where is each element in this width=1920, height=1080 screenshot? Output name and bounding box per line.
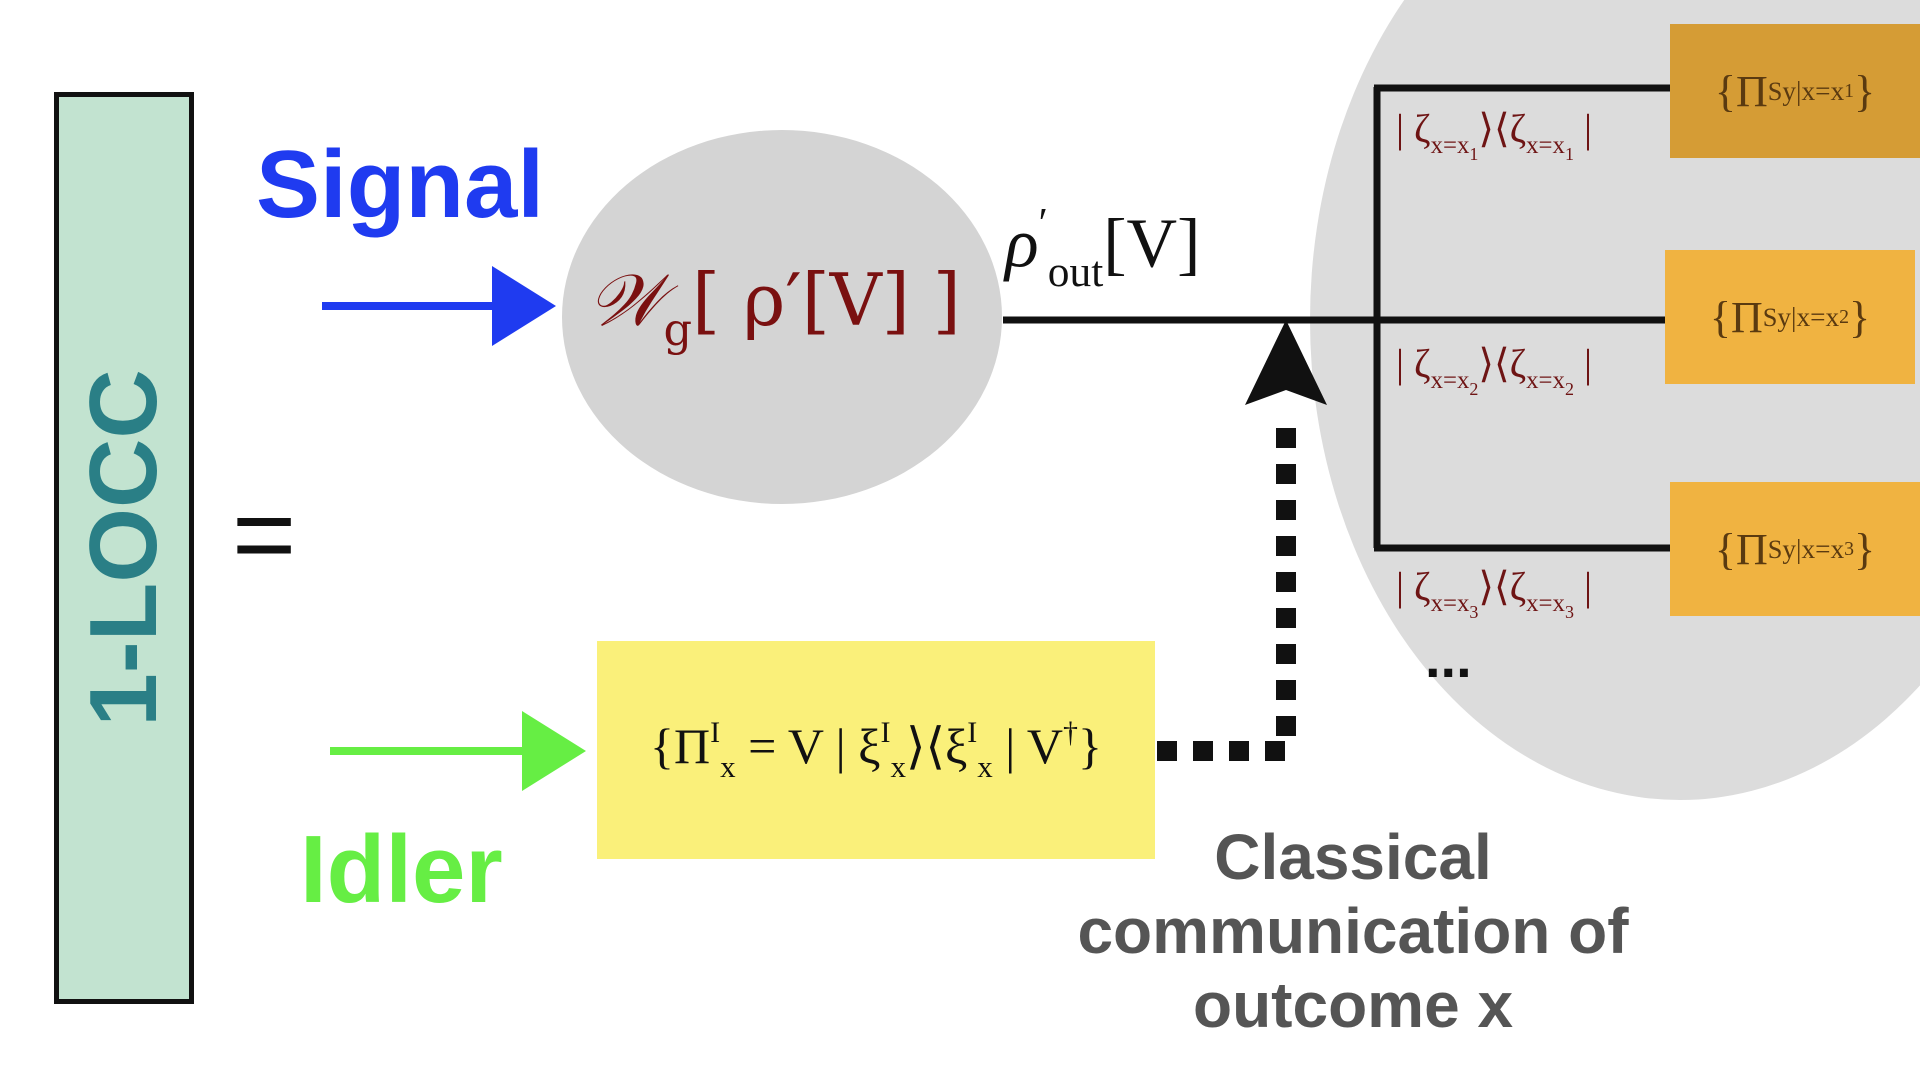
channel-symbol: 𝒲 <box>588 261 664 341</box>
comm-label-line-3: outcome x <box>1192 969 1514 1041</box>
channel-expression: 𝒲g[ ρ′[V] ] <box>588 258 961 356</box>
locc-label: 1-LOCC <box>70 369 177 727</box>
branch-state-label-2: | ζx=x2⟩⟨ζx=x2 | <box>1396 341 1592 399</box>
rho-prime: ′ <box>1038 201 1048 247</box>
comm-label-line-1: Classical <box>1214 821 1492 893</box>
output-state-label: ρ′out[V] <box>1005 200 1200 297</box>
rho-subscript: out <box>1047 247 1104 296</box>
comm-label-line-2: communication of <box>1077 895 1629 967</box>
rho-symbol: ρ <box>1005 205 1039 283</box>
branch-state-label-3: | ζx=x3⟩⟨ζx=x3 | <box>1396 564 1592 622</box>
signal-label: Signal <box>256 131 545 238</box>
equals-sign: = <box>232 473 297 596</box>
classical-communication-label: Classical communication of outcome x <box>1068 820 1638 1042</box>
locc-box <box>54 92 194 1004</box>
branch-state-label-1: | ζx=x1⟩⟨ζx=x1 | <box>1396 106 1592 164</box>
idler-measurement-box: {ΠIx = V | ξIx⟩⟨ξIx | V†} <box>597 641 1155 859</box>
channel-argument: [ ρ′[V] ] <box>692 258 961 342</box>
idler-label: Idler <box>300 816 503 923</box>
idler-measurement-formula: {ΠIx = V | ξIx⟩⟨ξIx | V†} <box>650 715 1102 784</box>
more-branches-ellipsis: ... <box>1425 626 1472 689</box>
classical-communication-path <box>1157 412 1296 761</box>
rho-argument: [V] <box>1103 205 1201 283</box>
channel-subscript: g <box>663 304 693 357</box>
channel-ellipse <box>562 130 1002 504</box>
classical-communication-arrowhead <box>1245 320 1327 405</box>
